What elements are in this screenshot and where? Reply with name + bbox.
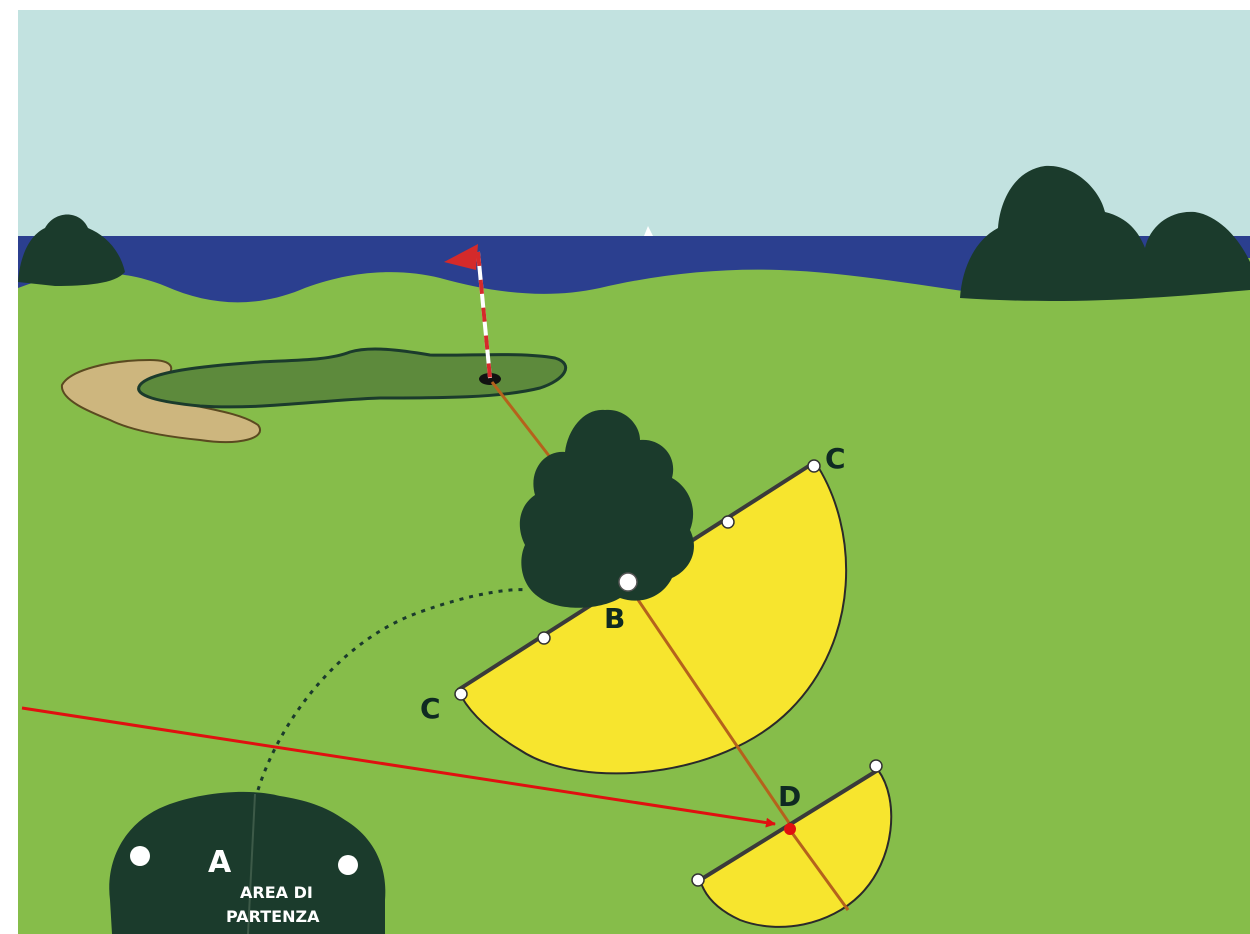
tee-marker [538,632,550,644]
tee-marker [455,688,467,700]
tee-marker-right [338,855,358,875]
tee-marker [808,460,820,472]
label-d: D [778,780,801,813]
tee-marker [870,760,882,772]
drop-point [784,823,796,835]
label-c-right: C [825,442,846,475]
tee-area-line2: PARTENZA [226,907,320,926]
label-c-left: C [420,692,441,725]
tee-marker [722,516,734,528]
tee-area-line1: AREA DI [240,883,313,902]
label-b: B [604,602,625,635]
tee-marker [692,874,704,886]
tee-marker-left [130,846,150,866]
label-a: A [208,845,232,880]
ball-icon [619,573,637,591]
